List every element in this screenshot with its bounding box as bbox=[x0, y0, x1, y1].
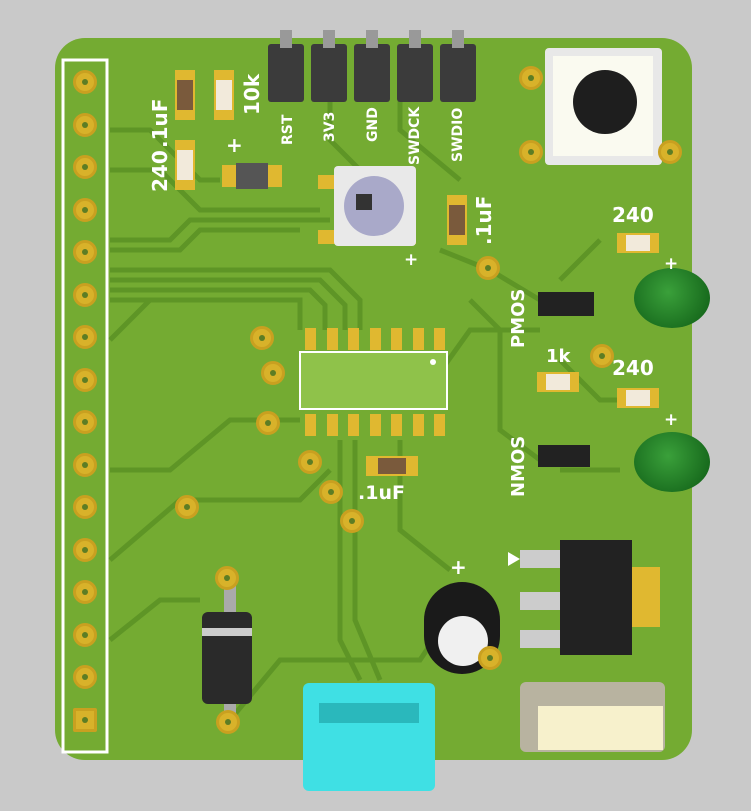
regulator-leads bbox=[520, 542, 560, 648]
label-rgb-plus: + bbox=[404, 250, 419, 270]
header-pin-rst bbox=[268, 30, 304, 102]
tactile-button bbox=[545, 48, 662, 165]
via-pad bbox=[590, 344, 614, 368]
header-pad bbox=[73, 282, 97, 307]
label-1k: 1k bbox=[546, 346, 571, 367]
led-green-2 bbox=[634, 432, 710, 492]
capacitor-rgb bbox=[449, 205, 465, 235]
via-pad bbox=[175, 495, 199, 519]
resistor-240 bbox=[177, 150, 193, 180]
resistor-1k bbox=[546, 374, 570, 390]
resistor-10k bbox=[216, 80, 232, 110]
via-pad bbox=[340, 509, 364, 533]
resistor-led2 bbox=[626, 390, 650, 406]
ic-pin bbox=[348, 328, 359, 350]
via-pad bbox=[298, 450, 322, 474]
label-r-top-left: 240 bbox=[148, 150, 172, 192]
film-capacitor bbox=[520, 682, 665, 752]
label-c-top-left: .1uF bbox=[148, 98, 172, 148]
header-pin-swdck bbox=[397, 30, 433, 102]
ic-pin bbox=[412, 328, 424, 350]
ic-pin bbox=[326, 414, 338, 436]
label-c-ic: .1uF bbox=[358, 482, 405, 504]
header-pad bbox=[73, 70, 97, 94]
via-pad bbox=[519, 66, 543, 90]
via-pad bbox=[250, 326, 274, 350]
ic-pin bbox=[391, 414, 402, 436]
ic-pin bbox=[391, 328, 402, 350]
voltage-regulator bbox=[560, 540, 632, 655]
via-pad bbox=[519, 140, 543, 164]
header-pad bbox=[73, 622, 97, 647]
ic-pin bbox=[305, 414, 316, 436]
label-10k: 10k bbox=[240, 73, 264, 115]
header-pad bbox=[73, 325, 97, 349]
via-pad bbox=[658, 140, 682, 164]
via-pad bbox=[261, 361, 285, 385]
label-rst: RST bbox=[280, 114, 296, 145]
capacitor-ic bbox=[378, 458, 406, 474]
ic-pin bbox=[369, 328, 381, 350]
ic-pin bbox=[434, 328, 445, 350]
label-cap-plus: + bbox=[450, 555, 467, 579]
usb-connector bbox=[303, 683, 435, 791]
header-pad bbox=[73, 197, 97, 222]
header-pad bbox=[73, 665, 97, 689]
led-green-1 bbox=[634, 268, 710, 328]
label-pmos: PMOS bbox=[508, 288, 529, 348]
ic-pin bbox=[348, 414, 359, 436]
label-led2-plus: + bbox=[664, 410, 679, 430]
label-nmos: NMOS bbox=[508, 435, 529, 497]
header-outline bbox=[61, 58, 109, 754]
header-pad bbox=[73, 495, 97, 519]
header-pad bbox=[73, 112, 97, 137]
via-pad bbox=[256, 411, 280, 435]
ic-pin bbox=[369, 414, 381, 436]
ic-pin bbox=[305, 328, 316, 350]
via-pad bbox=[476, 256, 500, 280]
label-gnd: GND bbox=[365, 107, 381, 142]
label-swdck: SWDCK bbox=[407, 106, 423, 165]
ic-pin bbox=[412, 414, 424, 436]
label-r-led2: 240 bbox=[612, 356, 654, 380]
pin1-marker-icon bbox=[508, 552, 520, 566]
header-pad bbox=[73, 240, 97, 264]
pmos-transistor bbox=[538, 292, 594, 316]
rgb-led bbox=[334, 166, 416, 246]
header-pad bbox=[73, 410, 97, 434]
through-hole-diode bbox=[202, 612, 252, 704]
label-3v3: 3V3 bbox=[322, 111, 338, 142]
header-pad bbox=[73, 367, 97, 392]
via-pad bbox=[215, 566, 239, 590]
ic-pin bbox=[434, 414, 445, 436]
ic-outline bbox=[299, 351, 448, 410]
via-pad bbox=[478, 646, 502, 670]
header-pad bbox=[73, 580, 97, 604]
label-c-rgb: .1uF bbox=[472, 195, 496, 245]
header-pad bbox=[73, 707, 97, 732]
nmos-transistor bbox=[538, 445, 590, 467]
label-plus: + bbox=[226, 133, 243, 157]
via-pad bbox=[216, 710, 240, 734]
header-pad bbox=[73, 452, 97, 477]
header-pin-swdio bbox=[440, 30, 476, 102]
resistor-led1 bbox=[626, 235, 650, 251]
ic-pin bbox=[326, 328, 338, 350]
via-pad bbox=[319, 480, 343, 504]
header-pad bbox=[73, 537, 97, 562]
label-led1-plus: + bbox=[664, 254, 679, 274]
header-pad bbox=[73, 155, 97, 179]
header-pin-3v3 bbox=[311, 30, 347, 102]
header-pin-gnd bbox=[354, 30, 390, 102]
label-r-led1: 240 bbox=[612, 203, 654, 227]
label-swdio: SWDIO bbox=[450, 107, 466, 162]
